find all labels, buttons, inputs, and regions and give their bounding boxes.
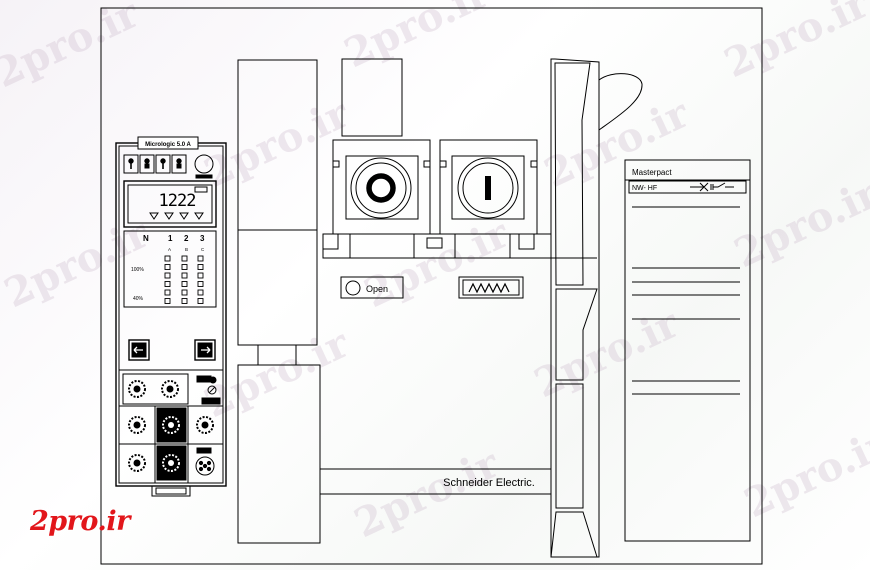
- charging-handle: [550, 58, 643, 558]
- spring-charge-indicator: [458, 276, 524, 299]
- close-button[interactable]: [451, 155, 525, 220]
- led-indicator: [164, 264, 171, 270]
- settings-dials: [119, 369, 223, 483]
- sub-label: C: [201, 247, 205, 252]
- phase-indicator-grid: N 1 2 3 A B C 100% 40%: [123, 230, 217, 308]
- led-indicator: [181, 281, 188, 287]
- led-indicator: [197, 298, 204, 304]
- led-indicator: [164, 281, 171, 287]
- level-label: 100%: [131, 267, 144, 273]
- test-port: [151, 485, 191, 497]
- sub-label: A: [168, 247, 171, 252]
- led-indicator: [164, 255, 171, 262]
- lcd-display: 1222: [123, 180, 217, 228]
- led-indicator: [164, 272, 171, 279]
- open-button[interactable]: [345, 155, 419, 220]
- led-indicator: [197, 264, 204, 270]
- led-indicator: [181, 255, 188, 262]
- led-indicator: [197, 255, 204, 262]
- led-indicator: [164, 289, 171, 296]
- top-housing: [341, 58, 403, 137]
- led-indicator: [197, 281, 204, 287]
- led-indicator: [197, 272, 204, 279]
- nameplate-brand: Masterpact: [632, 168, 672, 177]
- led-indicator: [181, 289, 188, 296]
- phase-label: 3: [200, 234, 205, 243]
- led-indicator: [197, 289, 204, 296]
- nav-buttons: [128, 339, 216, 361]
- phase-label: 2: [184, 234, 189, 243]
- led-indicator: [181, 264, 188, 270]
- open-indicator: Open: [340, 276, 404, 299]
- left-pole-assembly: [237, 59, 321, 544]
- led-indicator: [164, 298, 171, 304]
- site-logo: 2pro.ir: [30, 506, 130, 537]
- phase-label: 1: [168, 234, 173, 243]
- led-indicator: [181, 298, 188, 304]
- push-button-panel: [322, 139, 552, 259]
- level-label: 40%: [133, 296, 144, 302]
- sub-label: B: [185, 247, 188, 252]
- trip-unit-title: Micrologic 5.0 A: [145, 142, 191, 148]
- lcd-readout: 1222: [159, 191, 196, 211]
- phase-label: N: [143, 234, 149, 243]
- trip-unit: Micrologic 5.0 A 1222 N 1 2 3: [115, 136, 227, 497]
- brand-label: Schneider Electric.: [443, 477, 535, 489]
- brand-strip: Schneider Electric.: [320, 468, 551, 495]
- drawing-frame: [100, 7, 763, 565]
- padlock-icons: [123, 154, 214, 179]
- nameplate: Masterpact NW- HF: [624, 159, 751, 542]
- nameplate-model: NW- HF: [632, 185, 657, 192]
- open-indicator-label: Open: [366, 284, 388, 294]
- led-indicator: [181, 272, 188, 279]
